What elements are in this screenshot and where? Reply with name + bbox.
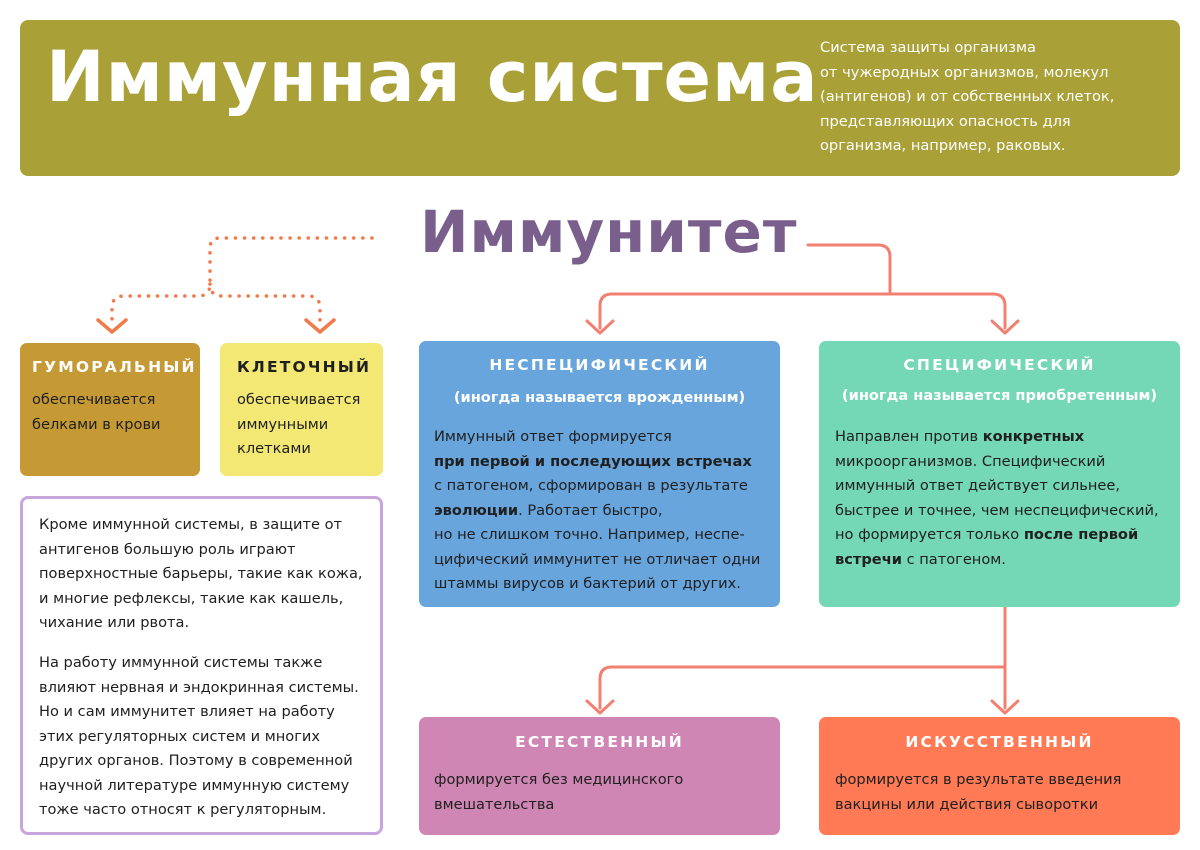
header-description-line: (антигенов) и от собственных клеток,: [820, 88, 1115, 105]
note-line: Но и сам иммунитет влияет на работу: [39, 703, 335, 720]
note-line: других органов. Поэтому в современной: [39, 752, 353, 769]
natural-text-line: формируется без медицинского: [434, 771, 684, 788]
bold-text: эволюции: [434, 501, 519, 519]
page-title: Иммунная система: [46, 36, 819, 118]
note-line: тоже часто относят к регуляторным.: [39, 801, 327, 818]
text-part: но формируется только: [835, 526, 1024, 543]
text-part: микроорганизмов. Специфический: [835, 452, 1106, 470]
text-line: при первой и последующих встречах: [434, 450, 760, 475]
header-description-line: от чужеродных организмов, молекул: [820, 63, 1109, 81]
note-line: научной литературе иммунную систему: [39, 776, 350, 794]
nonspecific-text: Иммунный ответ формируется при первой и п…: [434, 425, 760, 597]
artificial-text-line: формируется в результате введения: [835, 771, 1122, 788]
humoral-box: ГУМОРАЛЬНЫЙ обеспечивается белками в кро…: [20, 343, 200, 476]
specific-title: СПЕЦИФИЧЕСКИЙ: [903, 356, 1096, 374]
text-part: цифический иммунитет не отличает одни: [434, 550, 761, 568]
natural-title: ЕСТЕСТВЕННЫЙ: [515, 733, 684, 751]
note-line: и многие рефлексы, такие как кашель,: [39, 589, 344, 607]
header-description-line: представляющих опасность для: [820, 112, 1071, 130]
nonspecific-title: НЕСПЕЦИФИЧЕСКИЙ: [489, 356, 710, 374]
cellular-text: обеспечивается иммунными клетками: [237, 388, 360, 462]
text-line: штаммы вирусов и бактерий от других.: [434, 572, 760, 597]
text-part: штаммы вирусов и бактерий от других.: [434, 575, 741, 592]
humoral-text-line: белками в крови: [32, 415, 161, 433]
text-part: с патогеном, сформирован в результате: [434, 477, 748, 494]
nonspecific-box: НЕСПЕЦИФИЧЕСКИЙ (иногда называется врожд…: [419, 341, 780, 607]
text-line: микроорганизмов. Специфический: [835, 450, 1159, 475]
text-line: с патогеном, сформирован в результате: [434, 474, 760, 499]
text-line: но не слишком точно. Например, неспе-: [434, 523, 760, 548]
header-description-line: организма, например, раковых.: [820, 137, 1066, 154]
text-part: Иммунный ответ формируется: [434, 428, 672, 445]
text-part: с патогеном.: [901, 550, 1006, 568]
specific-subtitle: (иногда называется приобретенным): [841, 387, 1158, 404]
immunity-title: Иммунитет: [420, 198, 798, 266]
text-line: но формируется только после первой: [835, 523, 1159, 548]
natural-text: формируется без медицинского вмешательст…: [434, 768, 683, 817]
text-part: Направлен против: [835, 428, 983, 445]
note-line: влияют нервная и эндокринная системы.: [39, 678, 359, 696]
header-description: Система защиты организма от чужеродных о…: [820, 36, 1165, 159]
artificial-title: ИСКУССТВЕННЫЙ: [905, 733, 1094, 751]
text-part: . Работает быстро,: [518, 501, 663, 519]
bold-text: при первой и последующих встречах: [434, 452, 752, 470]
text-line: быстрее и точнее, чем неспецифический,: [835, 499, 1159, 524]
humoral-text: обеспечивается белками в крови: [32, 388, 161, 437]
bold-text: конкретных: [982, 428, 1085, 445]
note-paragraph-1: Кроме иммунной системы, в защите от анти…: [39, 513, 363, 636]
specific-text: Направлен против конкретных микроорганизм…: [835, 425, 1159, 572]
specific-box: СПЕЦИФИЧЕСКИЙ (иногда называется приобре…: [819, 341, 1180, 607]
text-part: быстрее и точнее, чем неспецифический,: [835, 501, 1159, 519]
dotted-connector: [110, 236, 374, 324]
text-line: эволюции. Работает быстро,: [434, 499, 760, 524]
text-part: но не слишком точно. Например, неспе-: [434, 526, 745, 543]
note-line: антигенов большую роль играют: [39, 540, 296, 558]
natural-text-line: вмешательства: [434, 795, 555, 813]
text-line: Иммунный ответ формируется: [434, 425, 760, 450]
text-part: иммунный ответ действует сильнее,: [835, 477, 1121, 494]
note-line: Кроме иммунной системы, в защите от: [39, 516, 342, 533]
arrow-icon: [96, 318, 336, 334]
cellular-box: КЛЕТОЧНЫЙ обеспечивается иммунными клетк…: [220, 343, 383, 476]
bold-text: после первой: [1023, 526, 1139, 543]
artificial-text: формируется в результате введения вакцин…: [835, 768, 1121, 817]
header-description-line: Система защиты организма: [820, 39, 1036, 56]
natural-box: ЕСТЕСТВЕННЫЙ формируется без медицинског…: [419, 717, 780, 835]
text-line: Направлен против конкретных: [835, 425, 1159, 450]
note-line: поверхностные барьеры, такие как кожа,: [39, 565, 363, 582]
cellular-text-line: обеспечивается: [237, 391, 361, 408]
note-line: этих регуляторных систем и многих: [39, 727, 321, 745]
note-line: чихание или рвота.: [39, 614, 190, 631]
cellular-text-line: иммунными: [237, 415, 329, 433]
cellular-text-line: клетками: [237, 440, 311, 457]
artificial-box: ИСКУССТВЕННЫЙ формируется в результате в…: [819, 717, 1180, 835]
header-banner: [20, 20, 1180, 176]
bold-text: встречи: [835, 550, 902, 568]
nonspecific-subtitle: (иногда называется врожденным): [453, 389, 746, 406]
humoral-text-line: обеспечивается: [32, 391, 156, 408]
humoral-title: ГУМОРАЛЬНЫЙ: [32, 358, 197, 376]
note-line: На работу иммунной системы также: [39, 654, 323, 671]
note-paragraph-2: На работу иммунной системы также влияют …: [39, 651, 359, 823]
text-line: встречи с патогеном.: [835, 548, 1159, 573]
cellular-title: КЛЕТОЧНЫЙ: [237, 358, 372, 376]
artificial-text-line: вакцины или действия сыворотки: [835, 795, 1099, 813]
note-box: Кроме иммунной системы, в защите от анти…: [20, 496, 383, 835]
text-line: цифический иммунитет не отличает одни: [434, 548, 760, 573]
text-line: иммунный ответ действует сильнее,: [835, 474, 1159, 499]
